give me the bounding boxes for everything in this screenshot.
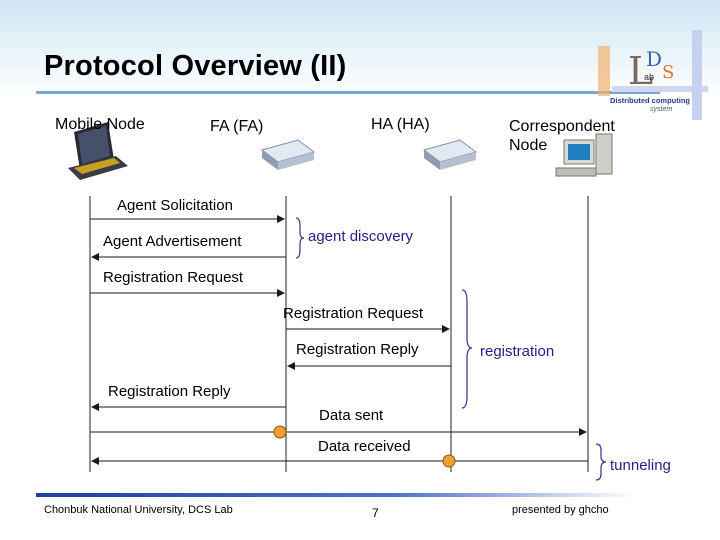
svg-text:D: D	[646, 47, 662, 71]
laptop-icon	[68, 122, 128, 180]
svg-text:S: S	[662, 62, 674, 83]
svg-text:ab: ab	[644, 72, 654, 82]
msg-data-sent: Data sent	[319, 407, 384, 424]
label-fa: FA (FA)	[210, 118, 264, 135]
label-ha: HA (HA)	[371, 116, 430, 133]
msg-registration-request-2: Registration Request	[283, 305, 424, 322]
router-icon	[422, 139, 478, 170]
desktop-computer-icon	[555, 133, 613, 177]
label-correspondent-line1: Correspondent	[509, 118, 615, 135]
msg-data-received: Data received	[318, 438, 411, 455]
brace-registration	[461, 289, 473, 409]
phase-tunneling: tunneling	[610, 457, 671, 474]
title-underline	[36, 91, 660, 94]
logo-text-line2: system	[650, 106, 672, 113]
logo-text-line1: Distributed computing	[610, 96, 690, 105]
ha-route-dot	[442, 454, 456, 468]
brace-agent-discovery	[295, 217, 305, 259]
msg-agent-advertisement: Agent Advertisement	[103, 233, 242, 250]
router-icon	[260, 139, 316, 170]
footer-right: presented by ghcho	[512, 504, 609, 516]
phase-agent-discovery: agent discovery	[308, 228, 414, 245]
phase-registration: registration	[480, 343, 555, 360]
label-correspondent-line2: Node	[509, 137, 548, 154]
msg-registration-request-1: Registration Request	[103, 269, 244, 286]
slide-title: Protocol Overview (II)	[44, 50, 347, 82]
dcs-lab-logo: L D S ab Distributed computing system	[598, 30, 708, 120]
footer-left: Chonbuk National University, DCS Lab	[44, 504, 233, 516]
msg-registration-reply-1: Registration Reply	[296, 341, 419, 358]
page-number: 7	[372, 506, 379, 520]
label-mobile-node: Mobile Node	[55, 116, 145, 133]
svg-text:L: L	[628, 49, 653, 93]
fa-route-dot	[273, 425, 287, 439]
msg-registration-reply-2: Registration Reply	[108, 383, 231, 400]
footer-bar	[36, 493, 636, 497]
brace-tunneling	[595, 443, 607, 481]
msg-agent-solicitation: Agent Solicitation	[117, 197, 233, 214]
